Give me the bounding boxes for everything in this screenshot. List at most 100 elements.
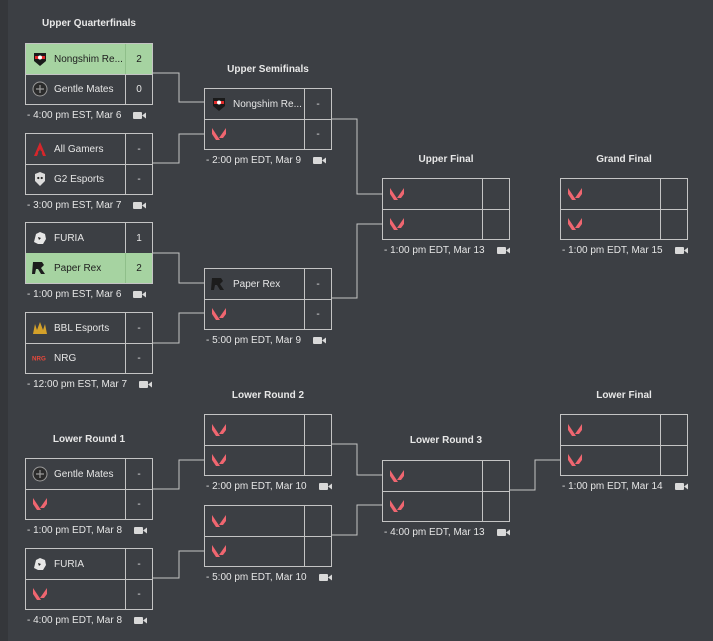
valorant-icon — [389, 186, 405, 202]
match-time: - 2:00 pm EDT, Mar 9 — [206, 155, 302, 166]
match-uf[interactable] — [382, 178, 510, 240]
team-row-bottom[interactable]: - — [205, 119, 331, 149]
team-score: - — [304, 269, 331, 299]
match-lf[interactable] — [560, 414, 688, 476]
team-row-bottom[interactable] — [205, 445, 331, 475]
video-camera-icon[interactable] — [313, 336, 327, 345]
match-time-lr2a: - 2:00 pm EDT, Mar 10 — [206, 481, 332, 492]
match-gf[interactable] — [560, 178, 688, 240]
team-score: - — [125, 134, 152, 164]
team-score: - — [125, 579, 152, 609]
team-score — [304, 415, 331, 445]
team-row-bottom[interactable] — [383, 491, 509, 521]
video-camera-icon[interactable] — [133, 290, 147, 299]
team-row-top[interactable]: FURIA - — [26, 549, 152, 580]
team-row-top[interactable]: FURIA 1 — [26, 223, 152, 254]
round-title-lower-round-2: Lower Round 2 — [231, 390, 305, 401]
match-lr1b[interactable]: FURIA - - — [25, 548, 153, 610]
match-uqf2[interactable]: All Gamers - G2 Esports - — [25, 133, 153, 195]
valorant-icon — [32, 496, 48, 512]
team-score: - — [125, 489, 152, 519]
team-score — [482, 209, 509, 239]
video-camera-icon[interactable] — [496, 528, 510, 537]
video-camera-icon[interactable] — [496, 246, 510, 255]
team-score: - — [304, 299, 331, 329]
video-camera-icon[interactable] — [134, 616, 148, 625]
match-time: - 12:00 pm EST, Mar 7 — [27, 379, 128, 390]
match-lr2a[interactable] — [204, 414, 332, 476]
team-name: BBL Esports — [54, 322, 110, 334]
video-camera-icon[interactable] — [318, 573, 332, 582]
round-title-lower-round-3: Lower Round 3 — [409, 435, 483, 446]
match-uqf1[interactable]: Nongshim Re... 2 Gentle Mates 0 — [25, 43, 153, 105]
match-time-gf: - 1:00 pm EDT, Mar 15 — [562, 245, 688, 256]
team-row-bottom[interactable]: G2 Esports - — [26, 164, 152, 194]
valorant-icon — [211, 422, 227, 438]
all-gamers-logo — [32, 141, 48, 157]
team-row-bottom[interactable]: - — [205, 299, 331, 329]
team-score — [482, 491, 509, 521]
team-row-top[interactable]: BBL Esports - — [26, 313, 152, 344]
match-time-lr2b: - 5:00 pm EDT, Mar 10 — [206, 572, 332, 583]
team-name: Nongshim Re... — [54, 53, 123, 65]
match-time-uqf1: - 4:00 pm EST, Mar 6 — [27, 110, 147, 121]
team-name: FURIA — [54, 558, 84, 570]
team-row-bottom[interactable] — [205, 536, 331, 566]
video-camera-icon[interactable] — [318, 482, 332, 491]
video-camera-icon[interactable] — [674, 482, 688, 491]
page-left-strip — [0, 0, 8, 641]
team-row-top[interactable] — [383, 179, 509, 210]
team-row-bottom[interactable] — [383, 209, 509, 239]
match-usf1[interactable]: Nongshim Re... - - — [204, 88, 332, 150]
team-row-bottom[interactable]: NRG NRG - — [26, 343, 152, 373]
valorant-icon — [389, 498, 405, 514]
video-camera-icon[interactable] — [139, 380, 153, 389]
team-name: Nongshim Re... — [233, 98, 302, 110]
match-time-usf1: - 2:00 pm EDT, Mar 9 — [206, 155, 327, 166]
team-row-bottom[interactable] — [561, 445, 687, 475]
team-row-top[interactable]: Paper Rex - — [205, 269, 331, 300]
team-score — [304, 536, 331, 566]
video-camera-icon[interactable] — [313, 156, 327, 165]
video-camera-icon[interactable] — [674, 246, 688, 255]
match-lr3[interactable] — [382, 460, 510, 522]
team-row-top[interactable]: Nongshim Re... - — [205, 89, 331, 120]
team-score — [660, 209, 687, 239]
match-lr1a[interactable]: Gentle Mates - - — [25, 458, 153, 520]
team-row-bottom[interactable]: - — [26, 579, 152, 609]
valorant-icon — [567, 186, 583, 202]
match-time: - 1:00 pm EDT, Mar 14 — [562, 481, 663, 492]
team-name: Gentle Mates — [54, 83, 114, 95]
team-score — [482, 461, 509, 491]
team-row-top[interactable] — [561, 179, 687, 210]
match-time-lr1a: - 1:00 pm EDT, Mar 8 — [27, 525, 148, 536]
nrg-logo: NRG — [32, 350, 48, 366]
team-row-top[interactable]: Nongshim Re... 2 — [26, 44, 152, 75]
match-usf2[interactable]: Paper Rex - - — [204, 268, 332, 330]
team-row-bottom[interactable] — [561, 209, 687, 239]
team-row-top[interactable]: Gentle Mates - — [26, 459, 152, 490]
match-uqf3[interactable]: FURIA 1 Paper Rex 2 — [25, 222, 153, 284]
team-row-bottom[interactable]: - — [26, 489, 152, 519]
team-name: Paper Rex — [233, 278, 281, 290]
round-title-upper-final: Upper Final — [418, 154, 474, 165]
team-row-top[interactable] — [561, 415, 687, 446]
svg-text:NRG: NRG — [32, 356, 46, 362]
match-time-lf: - 1:00 pm EDT, Mar 14 — [562, 481, 688, 492]
valorant-icon — [389, 468, 405, 484]
team-row-bottom[interactable]: Gentle Mates 0 — [26, 74, 152, 104]
gentle-mates-logo — [32, 81, 48, 97]
team-row-bottom[interactable]: Paper Rex 2 — [26, 253, 152, 283]
video-camera-icon[interactable] — [134, 526, 148, 535]
match-lr2b[interactable] — [204, 505, 332, 567]
video-camera-icon[interactable] — [133, 201, 147, 210]
team-row-top[interactable] — [383, 461, 509, 492]
team-row-top[interactable] — [205, 415, 331, 446]
video-camera-icon[interactable] — [133, 111, 147, 120]
team-row-top[interactable] — [205, 506, 331, 537]
team-row-top[interactable]: All Gamers - — [26, 134, 152, 165]
match-time: - 1:00 pm EST, Mar 6 — [27, 289, 122, 300]
team-score — [482, 179, 509, 209]
round-title-upper-semifinals: Upper Semifinals — [227, 64, 309, 75]
match-uqf4[interactable]: BBL Esports - NRG NRG - — [25, 312, 153, 374]
